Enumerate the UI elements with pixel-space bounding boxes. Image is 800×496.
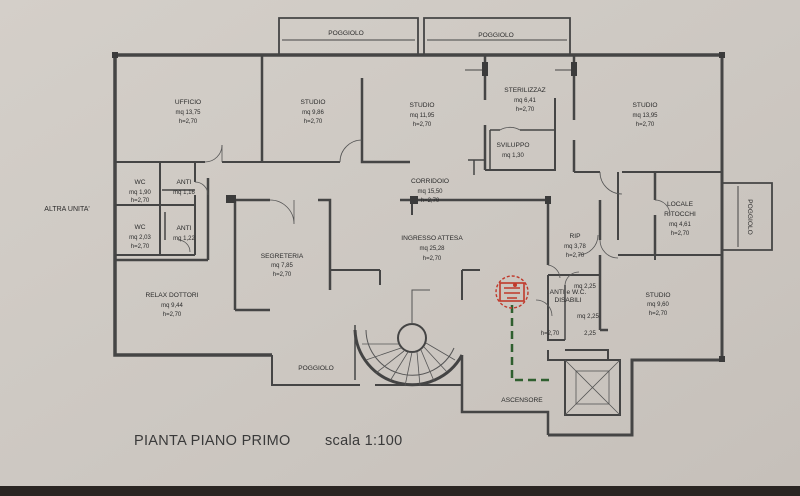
- room-name-ingresso-attesa: INGRESSO ATTESA: [401, 235, 463, 242]
- room-area-locale-ritocchi: mq 4,61: [669, 222, 691, 228]
- room-name-wc-1: WC: [135, 179, 146, 186]
- room-height-wc-1: h=2,70: [131, 198, 150, 204]
- room-height-anti-wc: h=2,70: [541, 331, 560, 337]
- room-area-anti-1: mq 1,16: [173, 190, 195, 196]
- room-name-studio-4: STUDIO: [646, 292, 671, 299]
- room-height-relax-dottori: h=2,70: [163, 312, 182, 318]
- room-name-ritocchi: RITOCCHI: [664, 211, 696, 218]
- wheelchair-icon: [495, 275, 529, 309]
- room-name-disabili: DISABILI: [554, 297, 581, 304]
- room-name-rip: RIP: [570, 233, 582, 240]
- room-height-studio-1: h=2,70: [304, 119, 323, 125]
- plan-scale: scala 1:100: [325, 433, 402, 449]
- spiral-staircase: [353, 289, 464, 387]
- room-name-locale: LOCALE: [667, 201, 694, 208]
- paper-sheet: [0, 0, 800, 486]
- room-area-anti-wc: mq 2,25: [574, 284, 596, 290]
- room-area-ufficio: mq 13,75: [175, 110, 201, 116]
- table-edge: [0, 486, 800, 496]
- room-area-ingresso-attesa: mq 25,28: [419, 246, 445, 252]
- room-height-wc-2: h=2,70: [131, 244, 150, 250]
- plan-title: PIANTA PIANO PRIMO: [134, 433, 291, 449]
- room-name-segreteria: SEGRETERIA: [261, 253, 304, 260]
- room-name-sviluppo: SVILUPPO: [497, 142, 530, 149]
- room-name-studio-1: STUDIO: [301, 99, 326, 106]
- room-height-corridoio: h=2,70: [421, 198, 440, 204]
- room-name-anti-1: ANTI: [176, 179, 191, 186]
- room-area-studio-1: mq 9,86: [302, 110, 324, 116]
- room-area-wc-1: mq 1,90: [129, 190, 151, 196]
- room-area-studio-2: mq 11,95: [410, 113, 435, 119]
- room-name-anti-wc: ANTI e W.C.: [550, 289, 587, 296]
- room-area-wc-2: mq 2,03: [129, 235, 151, 241]
- wall-pillars: [112, 52, 725, 362]
- balcony-label-2: POGGIOLO: [478, 32, 514, 39]
- room-name-ufficio: UFFICIO: [175, 99, 201, 106]
- room-name-studio-2: STUDIO: [410, 102, 435, 109]
- balcony-label-4: POGGIOLO: [746, 199, 753, 235]
- room-name-sterilizzaz: STERILIZZAZ: [504, 87, 545, 94]
- room-height-rip: h=2,70: [566, 253, 585, 259]
- room-height-ufficio: h=2,70: [179, 119, 198, 125]
- room-name-corridoio: CORRIDOIO: [411, 178, 449, 185]
- room-area-studio-4: mq 9,60: [647, 302, 669, 308]
- room-name-studio-3: STUDIO: [633, 102, 658, 109]
- elevator-label: ASCENSORE: [501, 397, 543, 404]
- balcony-label-3: POGGIOLO: [298, 365, 334, 372]
- room-height-studio-4: h=2,70: [649, 311, 668, 317]
- room-height-segreteria: h=2,70: [273, 272, 292, 278]
- room-height-studio-3: h=2,70: [636, 122, 655, 128]
- room-area-studio-3: mq 13,95: [632, 113, 658, 119]
- room-area-rip: mq 3,78: [564, 244, 586, 250]
- room-area-relax-dottori: mq 9,44: [161, 303, 183, 309]
- room-area-anti-2: mq 1,22: [173, 236, 195, 242]
- door-swings: [177, 126, 671, 317]
- elevator-shaft: [564, 359, 621, 416]
- room-labels: UFFICIO mq 13,75 h=2,70 STUDIO mq 9,86 h…: [44, 30, 753, 404]
- room-area-sviluppo: mq 1,30: [502, 153, 524, 159]
- walls: [113, 17, 773, 437]
- room-height-ingresso-attesa: h=2,70: [423, 256, 442, 262]
- room-height-studio-2: h=2,70: [413, 122, 432, 128]
- room-area-segreteria: mq 7,85: [271, 263, 293, 269]
- room-area-sterilizzaz: mq 6,41: [514, 98, 536, 104]
- room-name-relax-dottori: RELAX DOTTORI: [145, 292, 198, 299]
- room-name-anti-2: ANTI: [176, 225, 191, 232]
- room-area-wc-disabili: mq 2,25: [577, 314, 599, 320]
- outside-unit-label: ALTRA UNITA': [44, 206, 89, 213]
- room-height-locale-ritocchi: h=2,70: [671, 231, 690, 237]
- room-name-wc-2: WC: [135, 224, 146, 231]
- room-height-sterilizzaz: h=2,70: [516, 107, 535, 113]
- room-height-wc-disabili: 2,25: [584, 331, 596, 337]
- room-area-corridoio: mq 15,50: [417, 189, 443, 195]
- balcony-label-1: POGGIOLO: [328, 30, 364, 37]
